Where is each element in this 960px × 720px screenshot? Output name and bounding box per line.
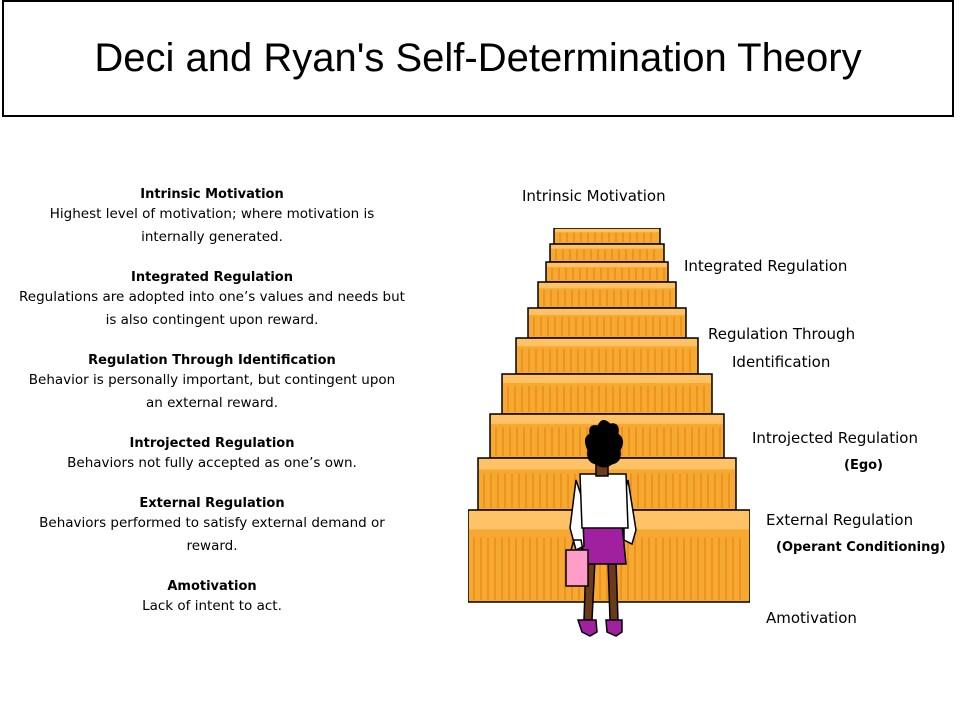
definition-identification: Regulation Through Identification Behavi…: [8, 352, 416, 415]
title-box: Deci and Ryan's Self-Determination Theor…: [2, 0, 954, 117]
definition-text: Regulations are adopted into one’s value…: [19, 289, 405, 328]
stair-step: [553, 228, 661, 245]
left-shoe: [576, 619, 598, 637]
definition-integrated: Integrated Regulation Regulations are ad…: [8, 269, 416, 332]
definition-name: Integrated Regulation: [131, 270, 293, 285]
stage-label-integrated: Integrated Regulation: [684, 257, 848, 275]
stage-label-amotivation: Amotivation: [766, 609, 857, 627]
stage-sub-external: (Operant Conditioning): [776, 540, 946, 555]
stair-step: [527, 307, 687, 339]
stair-step: [545, 261, 669, 283]
definition-text: Behaviors performed to satisfy external …: [39, 515, 385, 554]
stage-label-identification-line1: Regulation Through: [708, 325, 856, 343]
right-shoe: [605, 619, 623, 637]
stair-step: [515, 337, 699, 375]
definition-introjected: Introjected Regulation Behaviors not ful…: [8, 435, 416, 475]
shirt: [579, 473, 629, 529]
definition-name: Regulation Through Identification: [88, 353, 336, 368]
definition-text: Behaviors not fully accepted as one’s ow…: [67, 455, 357, 471]
stair-step: [537, 281, 677, 309]
definition-text: Lack of intent to act.: [142, 598, 282, 614]
definition-name: External Regulation: [139, 496, 285, 511]
handbag-strap: [570, 539, 584, 551]
handbag: [565, 549, 589, 587]
definition-amotivation: Amotivation Lack of intent to act.: [8, 578, 416, 618]
stage-label-intrinsic: Intrinsic Motivation: [522, 187, 666, 205]
stage-sub-introjected: (Ego): [844, 458, 883, 473]
staircase-illustration: [468, 228, 750, 637]
woman-figure: [565, 420, 637, 637]
stair-step: [501, 373, 713, 415]
stage-label-external: External Regulation: [766, 511, 914, 529]
definition-name: Amotivation: [167, 579, 257, 594]
definitions-panel: Intrinsic Motivation Highest level of mo…: [8, 186, 416, 638]
page-title: Deci and Ryan's Self-Determination Theor…: [94, 36, 862, 80]
definition-text: Highest level of motivation; where motiv…: [49, 206, 375, 245]
definition-text: Behavior is personally important, but co…: [28, 372, 396, 411]
definition-name: Introjected Regulation: [129, 436, 295, 451]
stair-step: [549, 243, 665, 263]
stage-label-introjected: Introjected Regulation: [752, 429, 918, 447]
hair: [584, 420, 624, 468]
right-leg: [607, 559, 619, 621]
definition-name: Intrinsic Motivation: [140, 187, 284, 202]
definition-external: External Regulation Behaviors performed …: [8, 495, 416, 558]
stage-label-identification-line2: Identification: [732, 353, 831, 371]
definition-intrinsic: Intrinsic Motivation Highest level of mo…: [8, 186, 416, 249]
